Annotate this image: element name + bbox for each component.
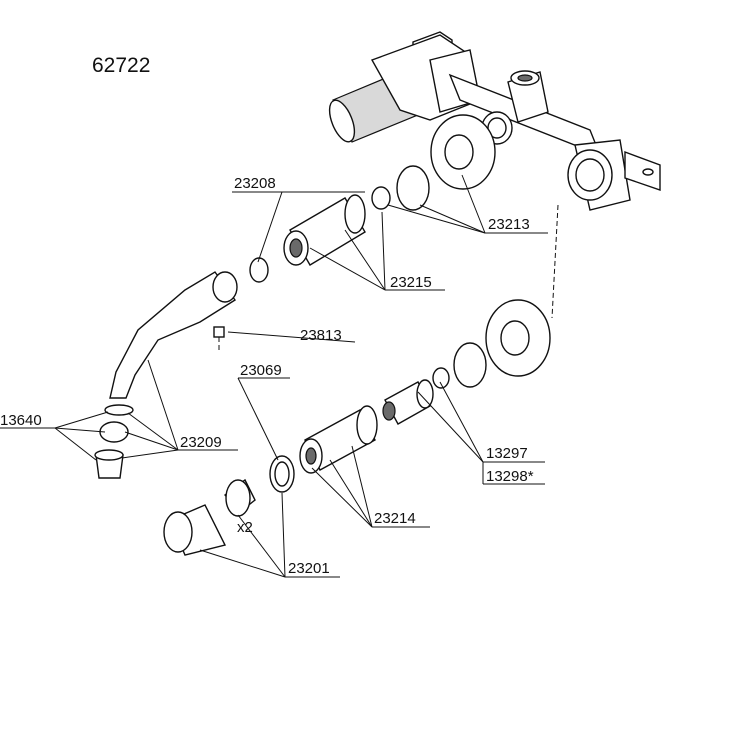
diagram-title: 62722 [92,54,150,77]
label-23215: 23215 [390,274,432,291]
spline-ring [269,455,295,493]
label-13297: 13297 [486,445,528,462]
set-screw [213,326,225,338]
leader-lines [0,174,559,578]
cartridge-sleeve [299,405,378,474]
label-23069: 23069 [240,362,282,379]
spout-adaptor [249,194,366,283]
label-23209: 23209 [180,434,222,451]
cartridge [382,379,434,425]
label-23201: 23201 [288,560,330,577]
escutcheon-lower [432,299,551,389]
label-23208: 23208 [234,175,276,192]
part-labels: 23208 23213 23215 23813 23069 13640 2320… [0,175,534,577]
handle-assembly [163,478,256,556]
label-13298: 13298* [486,468,534,485]
label-13640: 13640 [0,412,42,429]
label-23214: 23214 [374,510,416,527]
label-23213: 23213 [488,216,530,233]
label-23813: 23813 [300,327,342,344]
escutcheon-upper [371,114,496,211]
valve-body [328,31,661,211]
spout [94,271,238,479]
label-quantity-x2: x2 [237,519,253,536]
